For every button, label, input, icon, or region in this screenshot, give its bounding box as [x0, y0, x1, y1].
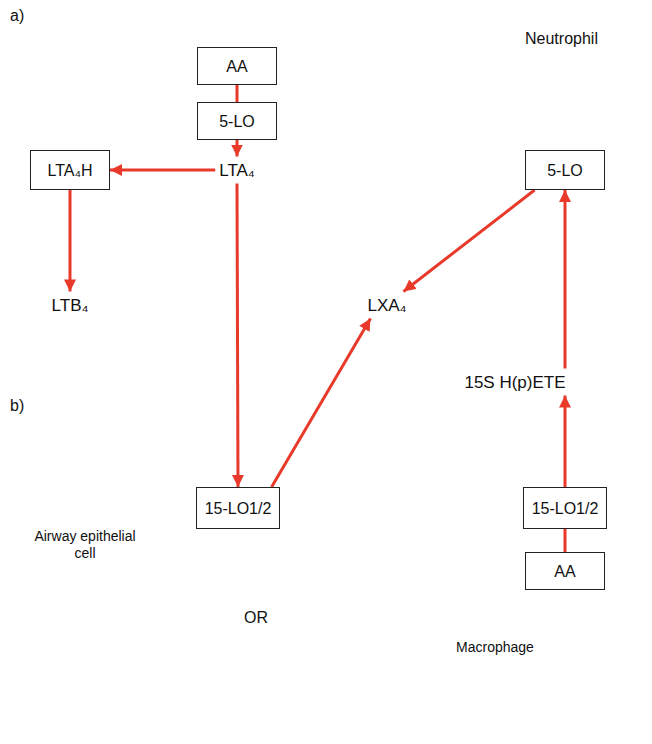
- cell-region: Airway epithelial cell: [30, 432, 640, 640]
- process-box: AA: [197, 47, 277, 85]
- process-box: LTA₄H: [30, 150, 110, 190]
- metabolite-label: LXA₄: [367, 296, 406, 315]
- cell-label: Macrophage: [445, 639, 545, 656]
- process-box: 5-LO: [197, 102, 277, 140]
- box-label: 5-LO: [219, 112, 255, 131]
- epithelial-nucleus: [25, 505, 145, 585]
- panel-label: OR: [244, 608, 268, 627]
- process-box: 5-LO: [525, 150, 605, 190]
- macrophage-shape: [155, 440, 645, 744]
- metabolite-node: LTA₄: [219, 161, 255, 180]
- cell-label-holder: Macrophage: [445, 639, 545, 656]
- nucleus-bridge: [118, 60, 172, 112]
- reaction-arrow: [403, 190, 534, 292]
- cell-label: Neutrophil: [525, 30, 635, 47]
- metabolite-label: 15S H(p)ETE: [464, 373, 565, 392]
- box-label: 15-LO1/2: [532, 499, 599, 518]
- metabolite-node: LTB₄: [52, 296, 89, 315]
- epithelial-cell-shape: [30, 432, 640, 640]
- reaction-arrow: [272, 319, 371, 488]
- box-label: AA: [554, 562, 575, 581]
- reaction-arrow: [110, 169, 215, 172]
- cell-label-holder: Neutrophil: [525, 30, 635, 47]
- process-box: AA: [525, 552, 605, 590]
- macrophage-nucleus: [445, 576, 545, 720]
- cell-label-holder: Airway epithelial cell: [33, 528, 137, 562]
- reaction-arrow: [564, 529, 567, 552]
- reaction-arrow: [237, 184, 238, 488]
- reaction-arrow: [564, 190, 567, 369]
- alternative-label: OR: [244, 608, 268, 627]
- reaction-arrow: [564, 396, 567, 488]
- box-label: LTA₄H: [47, 161, 92, 180]
- metabolite-label: LTB₄: [52, 296, 89, 315]
- panel-label: b): [10, 396, 24, 415]
- reaction-arrow: [236, 85, 239, 102]
- panel-label: a): [10, 6, 24, 25]
- metabolite-node: 15S H(p)ETE: [464, 373, 565, 392]
- reaction-arrow: [68, 190, 71, 292]
- box-label: AA: [226, 57, 247, 76]
- process-box: 15-LO1/2: [523, 487, 607, 529]
- cell-label: Airway epithelial cell: [33, 528, 137, 562]
- panel-letter: a): [10, 6, 24, 25]
- panel-letter: b): [10, 396, 24, 415]
- neutrophil-shape: [28, 5, 642, 293]
- cell-region: NeutrophilAA 5-LO LTA₄ LTA₄H 5-LO: [0, 0, 652, 330]
- box-label: 15-LO1/2: [205, 499, 272, 518]
- metabolite-node: LXA₄: [367, 296, 406, 315]
- metabolite-label: LTA₄: [219, 161, 255, 180]
- reaction-arrow: [236, 140, 239, 157]
- process-box: 15-LO1/2: [196, 487, 280, 529]
- box-label: 5-LO: [547, 161, 583, 180]
